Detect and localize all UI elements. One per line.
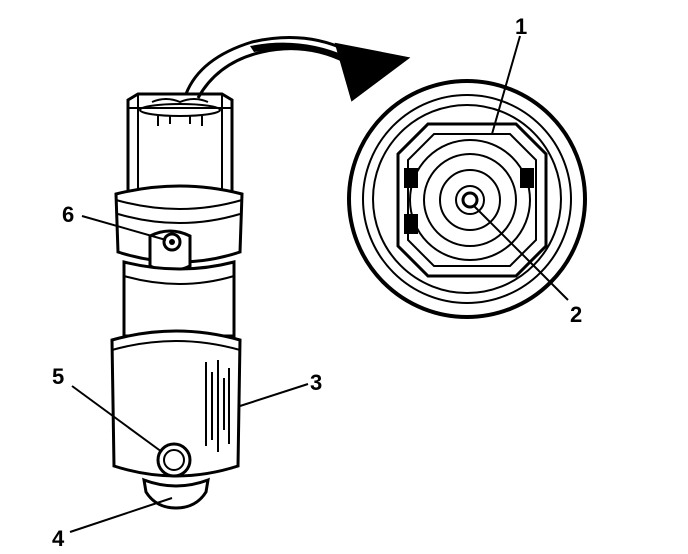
curved-arrow bbox=[184, 36, 411, 102]
retainer-slot-left bbox=[404, 168, 418, 188]
side-hole bbox=[156, 442, 192, 478]
callout-labels: 1 2 3 4 5 6 bbox=[52, 14, 582, 551]
lifter-top-socket bbox=[126, 92, 234, 200]
callout-2: 2 bbox=[570, 302, 582, 327]
inner-rim bbox=[362, 94, 572, 304]
callout-4: 4 bbox=[52, 526, 65, 551]
leader-1 bbox=[491, 35, 521, 135]
callout-5: 5 bbox=[52, 364, 64, 389]
leader-6 bbox=[81, 215, 167, 241]
callout-6: 6 bbox=[62, 202, 74, 227]
lifter-upper-collar bbox=[114, 184, 244, 264]
callout-1: 1 bbox=[515, 14, 527, 39]
leader-lines bbox=[69, 35, 569, 533]
leader-4 bbox=[69, 497, 173, 533]
valve-lifter bbox=[110, 92, 244, 510]
leader-3 bbox=[239, 383, 309, 407]
leader-2 bbox=[473, 205, 569, 301]
lifter-middle-body bbox=[122, 260, 236, 338]
callout-3: 3 bbox=[310, 370, 322, 395]
plunger-center bbox=[461, 191, 479, 209]
leader-5 bbox=[71, 385, 163, 453]
